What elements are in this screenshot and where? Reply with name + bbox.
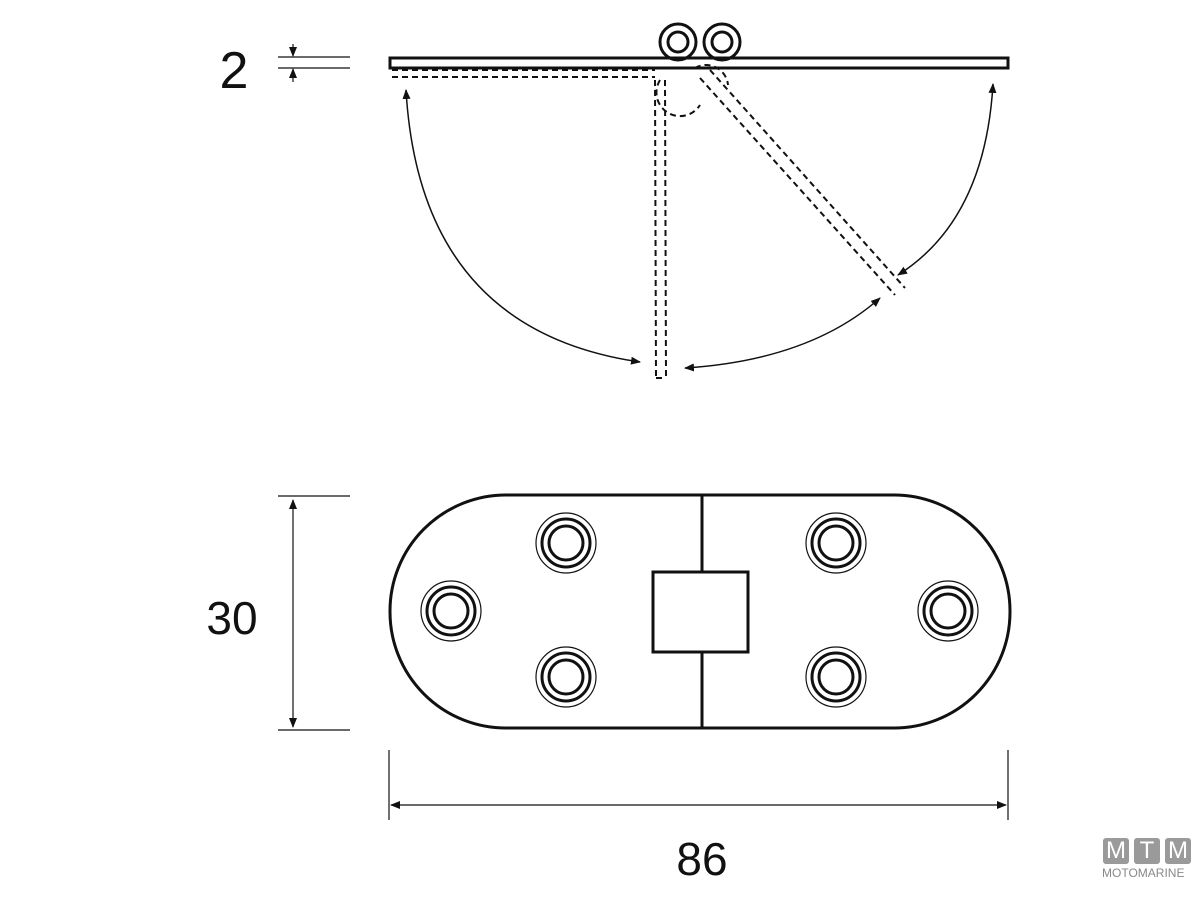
screw-hole-ring — [810, 517, 862, 569]
logo-letter-2: T — [1134, 838, 1160, 864]
screw-hole — [420, 580, 482, 642]
screw-hole-ring — [817, 658, 855, 696]
screw-hole-ring — [535, 646, 597, 708]
top-view — [278, 493, 1012, 820]
screw-hole-ring — [432, 592, 470, 630]
screw-hole — [535, 512, 597, 574]
hinge-plate-outline — [388, 493, 1012, 730]
screw-hole-ring — [535, 512, 597, 574]
logo-name: MOTOMARINE — [1102, 866, 1185, 880]
screw-hole — [535, 646, 597, 708]
screw-hole-ring — [540, 651, 592, 703]
screw-hole — [917, 580, 979, 642]
screw-holes — [420, 512, 979, 708]
screw-hole-ring — [817, 524, 855, 562]
screw-hole-ring — [805, 646, 867, 708]
thickness-label: 2 — [220, 42, 249, 100]
hinge-pin-square — [651, 570, 750, 654]
screw-hole-ring — [547, 658, 585, 696]
screw-hole — [805, 512, 867, 574]
side-view — [278, 22, 1010, 379]
screw-hole-ring — [540, 517, 592, 569]
hinge-knuckles — [658, 22, 742, 62]
screw-hole-ring — [547, 524, 585, 562]
length-label: 86 — [676, 833, 727, 885]
width-dimension — [278, 495, 350, 731]
screw-hole-ring — [929, 592, 967, 630]
screw-hole — [805, 646, 867, 708]
screw-hole-ring — [810, 651, 862, 703]
rotation-arrows — [402, 83, 997, 372]
screw-hole-ring — [922, 585, 974, 637]
screw-hole-ring — [425, 585, 477, 637]
folded-positions — [392, 64, 906, 379]
length-dimension — [388, 750, 1009, 820]
logo-letter-3: M — [1165, 838, 1191, 864]
logo-letter-1: M — [1103, 838, 1129, 864]
screw-hole-ring — [420, 580, 482, 642]
screw-hole-ring — [917, 580, 979, 642]
thickness-dimension — [278, 44, 350, 82]
screw-hole-ring — [805, 512, 867, 574]
width-label: 30 — [206, 592, 257, 644]
